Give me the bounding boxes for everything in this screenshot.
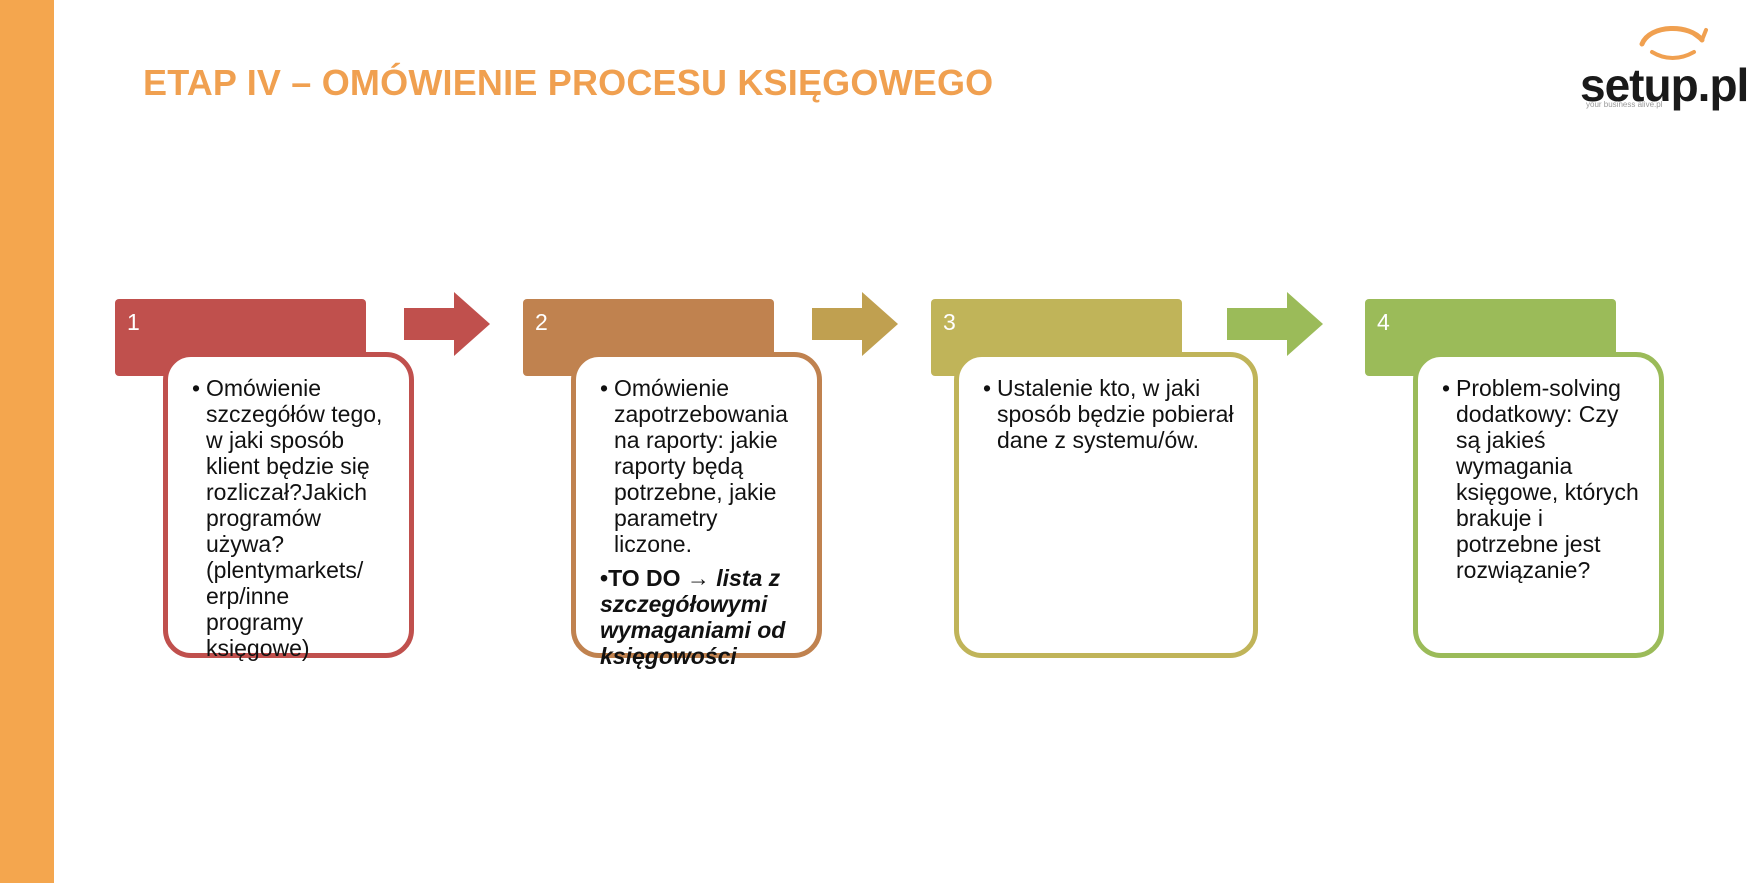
step-2-card: •Omówienie zapotrzebowania na raporty: j… (571, 352, 822, 669)
arrow-2-icon (812, 292, 898, 356)
step-4-number: 4 (1377, 309, 1390, 335)
step-1-text: Omówienie szczegółów tego, w jaki sposób… (206, 375, 383, 661)
arrow-1-shape (404, 292, 490, 356)
step-3-card: •Ustalenie kto, w jaki sposób będzie pob… (954, 352, 1258, 658)
logo-tagline: your business alive.pl (1586, 100, 1663, 109)
logo-text: setup.pl (1580, 59, 1749, 111)
step-1-number: 1 (127, 309, 140, 335)
step-4-text: Problem-solving dodatkowy: Czy są jakieś… (1456, 375, 1639, 583)
step-4-card: •Problem-solving dodatkowy: Czy są jakie… (1413, 352, 1664, 658)
setup-logo: setup.pl your business alive.pl (1580, 22, 1749, 112)
step-2-text: Omówienie zapotrzebowania na raporty: ja… (614, 375, 788, 557)
step-2-todo-label: TO DO → (608, 565, 710, 591)
step-3-number: 3 (943, 309, 956, 335)
arrow-3-shape (1227, 292, 1323, 356)
logo-swirl-icon (1639, 26, 1708, 60)
sidebar-accent (0, 0, 54, 883)
arrow-2-shape (812, 292, 898, 356)
arrow-3-icon (1227, 292, 1323, 356)
step-2-number: 2 (535, 309, 548, 335)
step-2-todo: •TO DO → lista z szczegółowymi wymagania… (600, 565, 786, 669)
arrow-1-icon (404, 292, 490, 356)
step-2-todo-text: lista z szczegółowymi wymaganiami od ksi… (600, 565, 786, 669)
step-1-card: •Omówienie szczegółów tego, w jaki sposó… (163, 352, 414, 661)
slide-title: ETAP IV – OMÓWIENIE PROCESU KSIĘGOWEGO (143, 62, 994, 103)
step-3-text: Ustalenie kto, w jaki sposób będzie pobi… (997, 375, 1234, 453)
